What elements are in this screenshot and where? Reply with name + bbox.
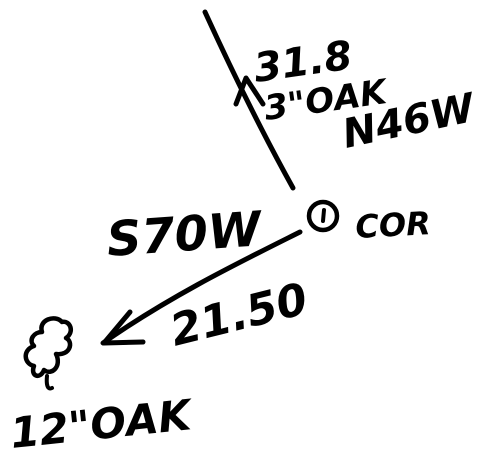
arrowhead-down-left-icon (101, 309, 146, 346)
line-n46w (202, 9, 296, 191)
arrowhead-up-icon (233, 75, 266, 107)
corner-label: COR (354, 204, 431, 246)
bearing-label-2: S70W (105, 201, 265, 268)
circled-dot-icon (306, 199, 340, 233)
tree-crown-icon (23, 316, 74, 391)
line-s70w (100, 229, 303, 346)
